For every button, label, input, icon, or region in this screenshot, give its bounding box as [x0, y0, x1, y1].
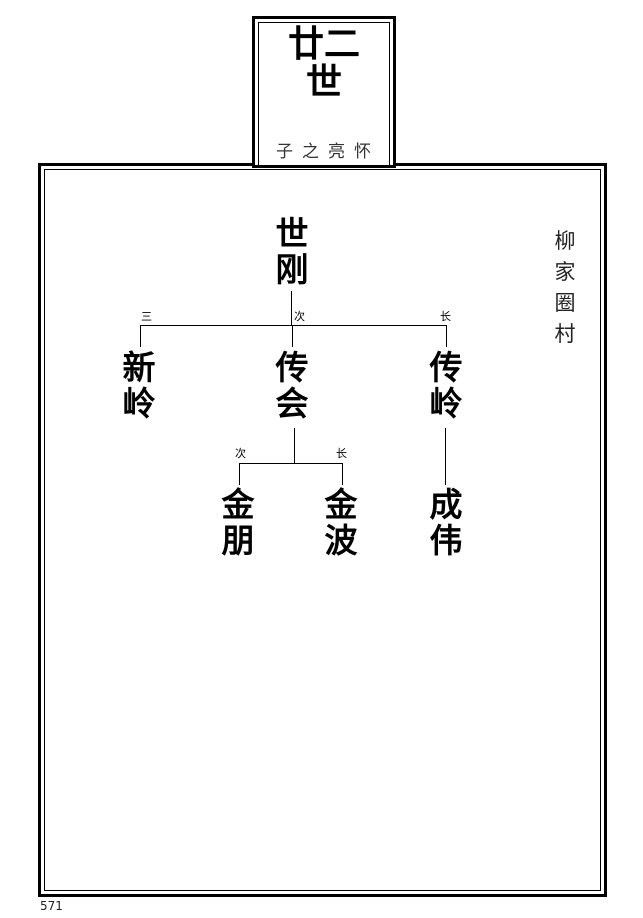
- connector: [294, 428, 295, 463]
- person-chengwei: 成伟: [426, 487, 466, 559]
- generation-subtitle: 子之亮怀: [276, 142, 380, 162]
- connector: [446, 325, 447, 347]
- generation-label-box: 廿二 世 子之亮怀: [252, 16, 396, 168]
- birth-order-label: 长: [440, 310, 451, 323]
- connector: [292, 325, 293, 347]
- connector-root: [291, 291, 292, 325]
- sibling-bar-gen2: [239, 463, 343, 464]
- person-name: 金波: [324, 485, 358, 560]
- generation-box-inner-border: [258, 22, 390, 168]
- generation-title: 廿二 世: [255, 25, 393, 101]
- birth-order-label: 次: [294, 310, 305, 323]
- person-root: 世刚: [267, 216, 317, 288]
- person-name: 传会: [275, 348, 309, 423]
- person-name: 成伟: [429, 485, 463, 560]
- birth-order-label: 长: [336, 447, 347, 460]
- village-name: 柳家圈村: [554, 229, 576, 346]
- page-number: 571: [40, 899, 63, 913]
- person-name: 传岭: [429, 348, 463, 423]
- sibling-bar-gen1: [140, 325, 447, 326]
- connector: [140, 325, 141, 347]
- person-jinbo: 金波: [321, 487, 361, 559]
- connector: [342, 463, 343, 485]
- generation-title-line2: 世: [305, 61, 342, 103]
- person-xinling: 新岭: [119, 350, 159, 422]
- generation-title-line1: 廿二: [287, 23, 360, 65]
- birth-order-label: 次: [235, 447, 246, 460]
- person-name: 金朋: [221, 485, 255, 560]
- person-chuanling: 传岭: [426, 350, 466, 422]
- connector: [445, 428, 446, 485]
- page-frame-inner: [44, 169, 601, 891]
- person-name: 新岭: [122, 348, 156, 423]
- person-jinpeng: 金朋: [218, 487, 258, 559]
- person-name: 世刚: [275, 214, 309, 289]
- birth-order-label: 三: [141, 310, 152, 323]
- person-chuanhui: 传会: [272, 350, 312, 422]
- connector: [239, 463, 240, 485]
